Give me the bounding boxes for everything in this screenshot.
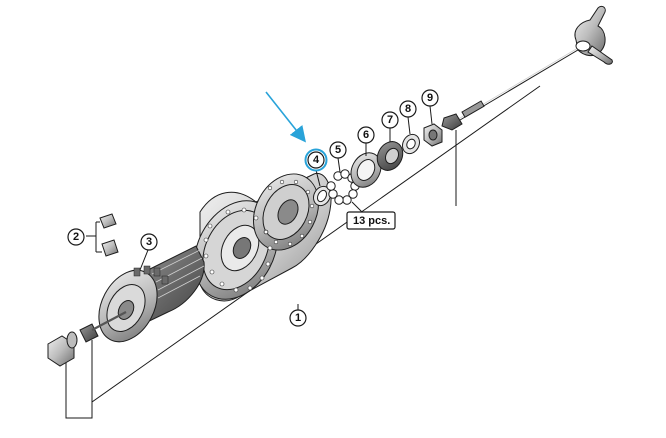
quick-release-axle <box>441 5 613 131</box>
svg-text:2: 2 <box>73 231 79 243</box>
lock-nut-part-9 <box>423 123 443 147</box>
svg-text:8: 8 <box>405 103 411 115</box>
leader-lines <box>139 105 433 271</box>
svg-text:3: 3 <box>146 236 152 248</box>
callout-1: 1 <box>289 309 307 327</box>
freehub-body-part <box>98 245 205 343</box>
hub-shell <box>194 172 332 302</box>
cone-part-7 <box>376 141 404 171</box>
svg-text:5: 5 <box>335 144 341 156</box>
quantity-note: 13 pcs. <box>346 211 396 230</box>
svg-text:4: 4 <box>313 154 320 166</box>
svg-text:7: 7 <box>387 114 393 126</box>
svg-text:6: 6 <box>363 129 369 141</box>
seal-ring-part-4 <box>313 185 331 207</box>
washer-part-8 <box>402 133 420 155</box>
bearing-cup-part-6 <box>350 152 382 188</box>
callout-8: 8 <box>399 100 417 118</box>
brackets-part <box>86 213 119 257</box>
callout-7: 7 <box>381 111 399 129</box>
callout-9: 9 <box>421 89 439 107</box>
highlight-arrow <box>265 91 306 143</box>
svg-text:13 pcs.: 13 pcs. <box>353 215 390 227</box>
left-nut-and-cone <box>47 311 127 367</box>
svg-text:1: 1 <box>295 312 301 324</box>
callout-5: 5 <box>329 141 347 159</box>
callout-3: 3 <box>140 233 158 251</box>
callout-2: 2 <box>67 228 85 246</box>
callout-6: 6 <box>357 126 375 144</box>
svg-text:9: 9 <box>427 92 433 104</box>
callout-4: 4 <box>304 148 328 172</box>
